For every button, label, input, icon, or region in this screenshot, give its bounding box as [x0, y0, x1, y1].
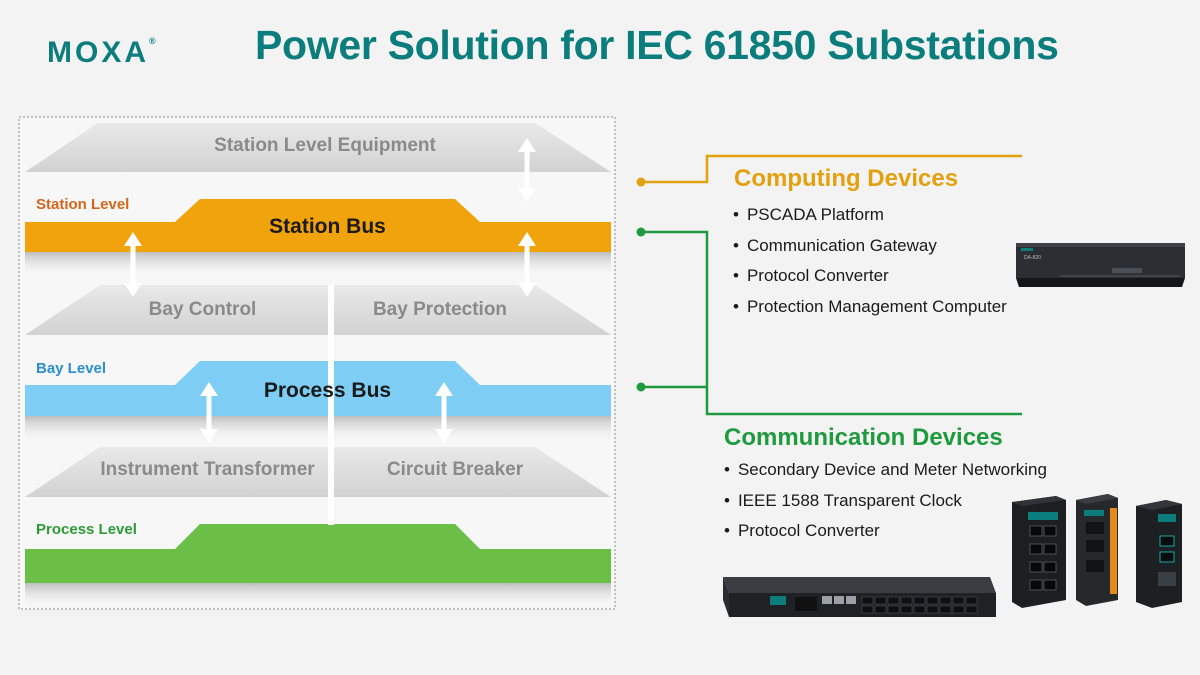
communication-devices-title: Communication Devices [724, 424, 1003, 451]
process-level-shadow [25, 583, 611, 607]
page-title: Power Solution for IEC 61850 Substations [255, 22, 1059, 68]
process-bus-shadow [25, 416, 611, 442]
station-bus-shape [25, 199, 611, 252]
moxa-logo: MOXA® [47, 36, 156, 69]
bay-protection-shape [334, 285, 611, 335]
station-bus-shadow [25, 252, 611, 276]
station-equipment-label: Station Level Equipment [214, 135, 436, 156]
bay-control-label: Bay Control [148, 299, 257, 320]
computing-device-label: DA-820 [1024, 255, 1041, 261]
station-level-label: Station Level [36, 196, 130, 213]
list-item: Secondary Device and Meter Networking [724, 455, 1047, 486]
protocol-converter-image [1136, 500, 1182, 608]
bay-control-shape [25, 285, 328, 335]
list-item: Communication Gateway [733, 231, 1007, 262]
station-equipment-shape [25, 123, 611, 172]
center-divider [328, 285, 334, 525]
process-level-shape [25, 524, 611, 583]
instrument-transformer-shape [25, 447, 328, 497]
circuit-breaker-shape [334, 447, 611, 497]
process-bus-shape [25, 361, 611, 416]
computing-device-image [1016, 243, 1185, 287]
station-bus-label: Station Bus [269, 215, 386, 238]
rackmount-switch-image [723, 577, 996, 617]
list-item: Protocol Converter [724, 516, 1047, 547]
din-io-module-image [1076, 494, 1118, 606]
communication-connector-line [641, 230, 1022, 416]
process-bus-label: Process Bus [263, 379, 392, 402]
list-item: Protocol Converter [733, 261, 1007, 292]
computing-devices-list: PSCADA Platform Communication Gateway Pr… [733, 200, 1007, 322]
bay-protection-label: Bay Protection [372, 299, 508, 320]
computing-devices-title: Computing Devices [734, 165, 959, 192]
communication-devices-list: Secondary Device and Meter Networking IE… [724, 455, 1047, 547]
list-item: PSCADA Platform [733, 200, 1007, 231]
list-item: Protection Management Computer [733, 292, 1007, 323]
bay-level-label: Bay Level [36, 360, 107, 377]
process-level-label: Process Level [36, 521, 137, 538]
list-item: IEEE 1588 Transparent Clock [724, 486, 1047, 517]
circuit-breaker-label: Circuit Breaker [386, 459, 524, 480]
instrument-transformer-label: Instrument Transformer [100, 459, 315, 480]
computing-connector-line [641, 154, 1022, 184]
